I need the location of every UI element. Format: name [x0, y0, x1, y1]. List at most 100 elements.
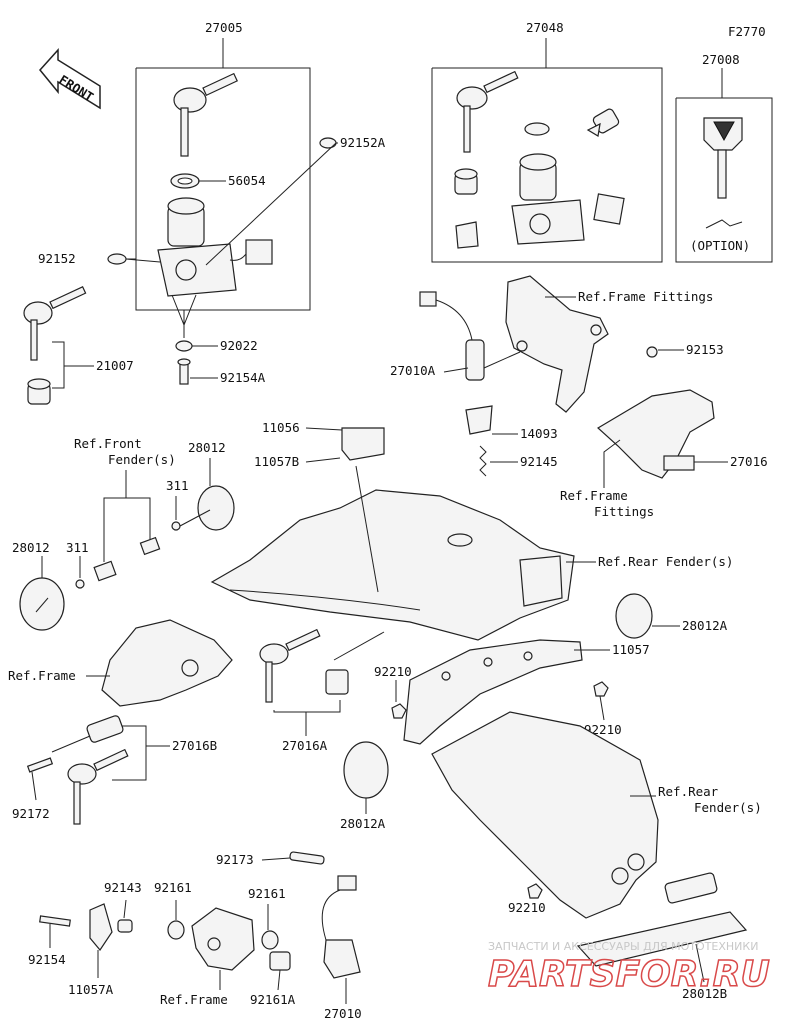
group-box-27008 [675, 68, 773, 263]
collar-311-left-icon [75, 579, 85, 589]
callout-311-left: 311 [66, 540, 89, 555]
pin-92143-icon [117, 919, 133, 933]
washer-92152-icon [107, 253, 127, 265]
ignition-switch-icon [157, 197, 273, 297]
cap-28012A-bottom-icon [343, 741, 389, 799]
callout-14093: 14093 [520, 426, 558, 441]
damper-left-icon [93, 560, 117, 582]
cover-14093-icon [465, 405, 493, 435]
rear-fender-tray-icon [210, 489, 575, 641]
rear-fender-lower-icon [431, 711, 659, 919]
ref-front-fender-1: Ref.Front [74, 436, 142, 451]
callout-92210-c: 92210 [508, 900, 546, 915]
washer-92022-icon [175, 340, 193, 352]
washer-56054-icon [170, 173, 200, 189]
key-21007-icon [23, 285, 87, 361]
ref-frame-bottom: Ref.Frame [160, 992, 228, 1007]
callout-92153: 92153 [686, 342, 724, 357]
callout-92161A: 92161A [250, 992, 296, 1007]
switch-27010A-icon [419, 291, 485, 381]
bracket-27048-icon [455, 221, 479, 249]
callout-27010: 27010 [324, 1006, 362, 1021]
callout-92145: 92145 [520, 454, 558, 469]
nut-92210-b-icon [593, 681, 609, 697]
ref-frame-fittings-mid-2: Fittings [594, 504, 654, 519]
bracket-27016-icon [596, 389, 715, 479]
bolt-92154A-icon [177, 358, 191, 385]
cylinder-27048-icon [454, 168, 478, 195]
watermark-main: PARTSFOR.RU [488, 954, 770, 995]
callout-28012-top: 28012 [188, 440, 226, 455]
callout-56054: 56054 [228, 173, 266, 188]
callout-28012A-right: 28012A [682, 618, 728, 633]
callout-311-top: 311 [166, 478, 189, 493]
callout-28012-left: 28012 [12, 540, 50, 555]
callout-11057: 11057 [612, 642, 650, 657]
ref-front-fender-2: Fender(s) [108, 452, 176, 467]
callout-27016B: 27016B [172, 738, 217, 753]
ref-frame-fittings-mid-1: Ref.Frame [560, 488, 628, 503]
ref-frame-left: Ref.Frame [8, 668, 76, 683]
callout-27048: 27048 [526, 20, 564, 35]
callout-21007: 21007 [96, 358, 134, 373]
callout-11057A: 11057A [68, 982, 114, 997]
callout-11057B: 11057B [254, 454, 299, 469]
blank-key-27008-icon [703, 117, 743, 229]
cap-28012-top-icon [179, 485, 235, 531]
frame-left-icon [101, 619, 233, 707]
callout-92161-b: 92161 [248, 886, 286, 901]
watermark-top: ЗАПЧАСТИ И АКСЕССУАРЫ ДЛЯ МОТОТЕХНИКИ [488, 940, 758, 953]
collar-92161-a-icon [167, 920, 185, 940]
ref-rear-fender-right-1: Ref.Rear [658, 784, 719, 799]
group-box-27048 [431, 38, 663, 263]
bolt-92154-icon [39, 915, 71, 927]
key-27016A-icon [259, 628, 321, 703]
callout-27010A: 27010A [390, 363, 436, 378]
callout-92152: 92152 [38, 251, 76, 266]
bracket-11057A-icon [89, 903, 113, 952]
callout-92154: 92154 [28, 952, 66, 967]
callout-92210-a: 92210 [374, 664, 412, 679]
rod-92173-icon [289, 851, 325, 865]
front-arrow-icon: FRONT [39, 48, 101, 110]
lock-27016A-icon [325, 669, 349, 695]
nut-92210-c-icon [527, 883, 543, 899]
option-label: (OPTION) [690, 238, 750, 253]
bolt-92172-icon [26, 757, 54, 773]
callout-28012B: 28012B [682, 986, 727, 1001]
cap-28012-left-icon [19, 577, 65, 631]
callout-27016: 27016 [730, 454, 768, 469]
switch-27010-icon [321, 875, 361, 979]
callout-92154A: 92154A [220, 370, 266, 385]
collar-311-top-icon [171, 521, 181, 531]
washer-92152A-icon [319, 137, 337, 149]
nut-92210-a-icon [391, 703, 407, 719]
callout-11056: 11056 [262, 420, 300, 435]
watermark: ЗАПЧАСТИ И АКСЕССУАРЫ ДЛЯ МОТОТЕХНИКИ PA… [487, 940, 770, 996]
lock-27048-icon [586, 108, 620, 137]
ref-rear-fender-right-2: Fender(s) [694, 800, 762, 815]
key-27016B-icon [67, 748, 129, 825]
screw-92153-icon [646, 346, 658, 358]
group-box-27005 [135, 38, 311, 311]
lever-bracket-icon [191, 907, 255, 971]
bracket-11056-icon [341, 427, 385, 461]
washer-27048-icon [524, 122, 550, 136]
callout-92152A: 92152A [340, 135, 386, 150]
key-27048-icon [456, 70, 519, 153]
ignition-key-icon [173, 72, 238, 157]
callout-92172: 92172 [12, 806, 50, 821]
reflector-28012B-icon [576, 872, 748, 967]
collar-92161-b-icon [261, 930, 279, 950]
callout-92173: 92173 [216, 852, 254, 867]
callout-27005: 27005 [205, 20, 243, 35]
spring-92145-icon [479, 445, 487, 477]
callout-92143: 92143 [104, 880, 142, 895]
callout-92022: 92022 [220, 338, 258, 353]
frame-fitting-bracket-icon [505, 275, 609, 413]
callout-27016A: 27016A [282, 738, 328, 753]
cap-28012A-right-icon [615, 593, 653, 639]
callout-28012A-bottom: 28012A [340, 816, 386, 831]
actuator-27016B-icon [51, 715, 124, 753]
